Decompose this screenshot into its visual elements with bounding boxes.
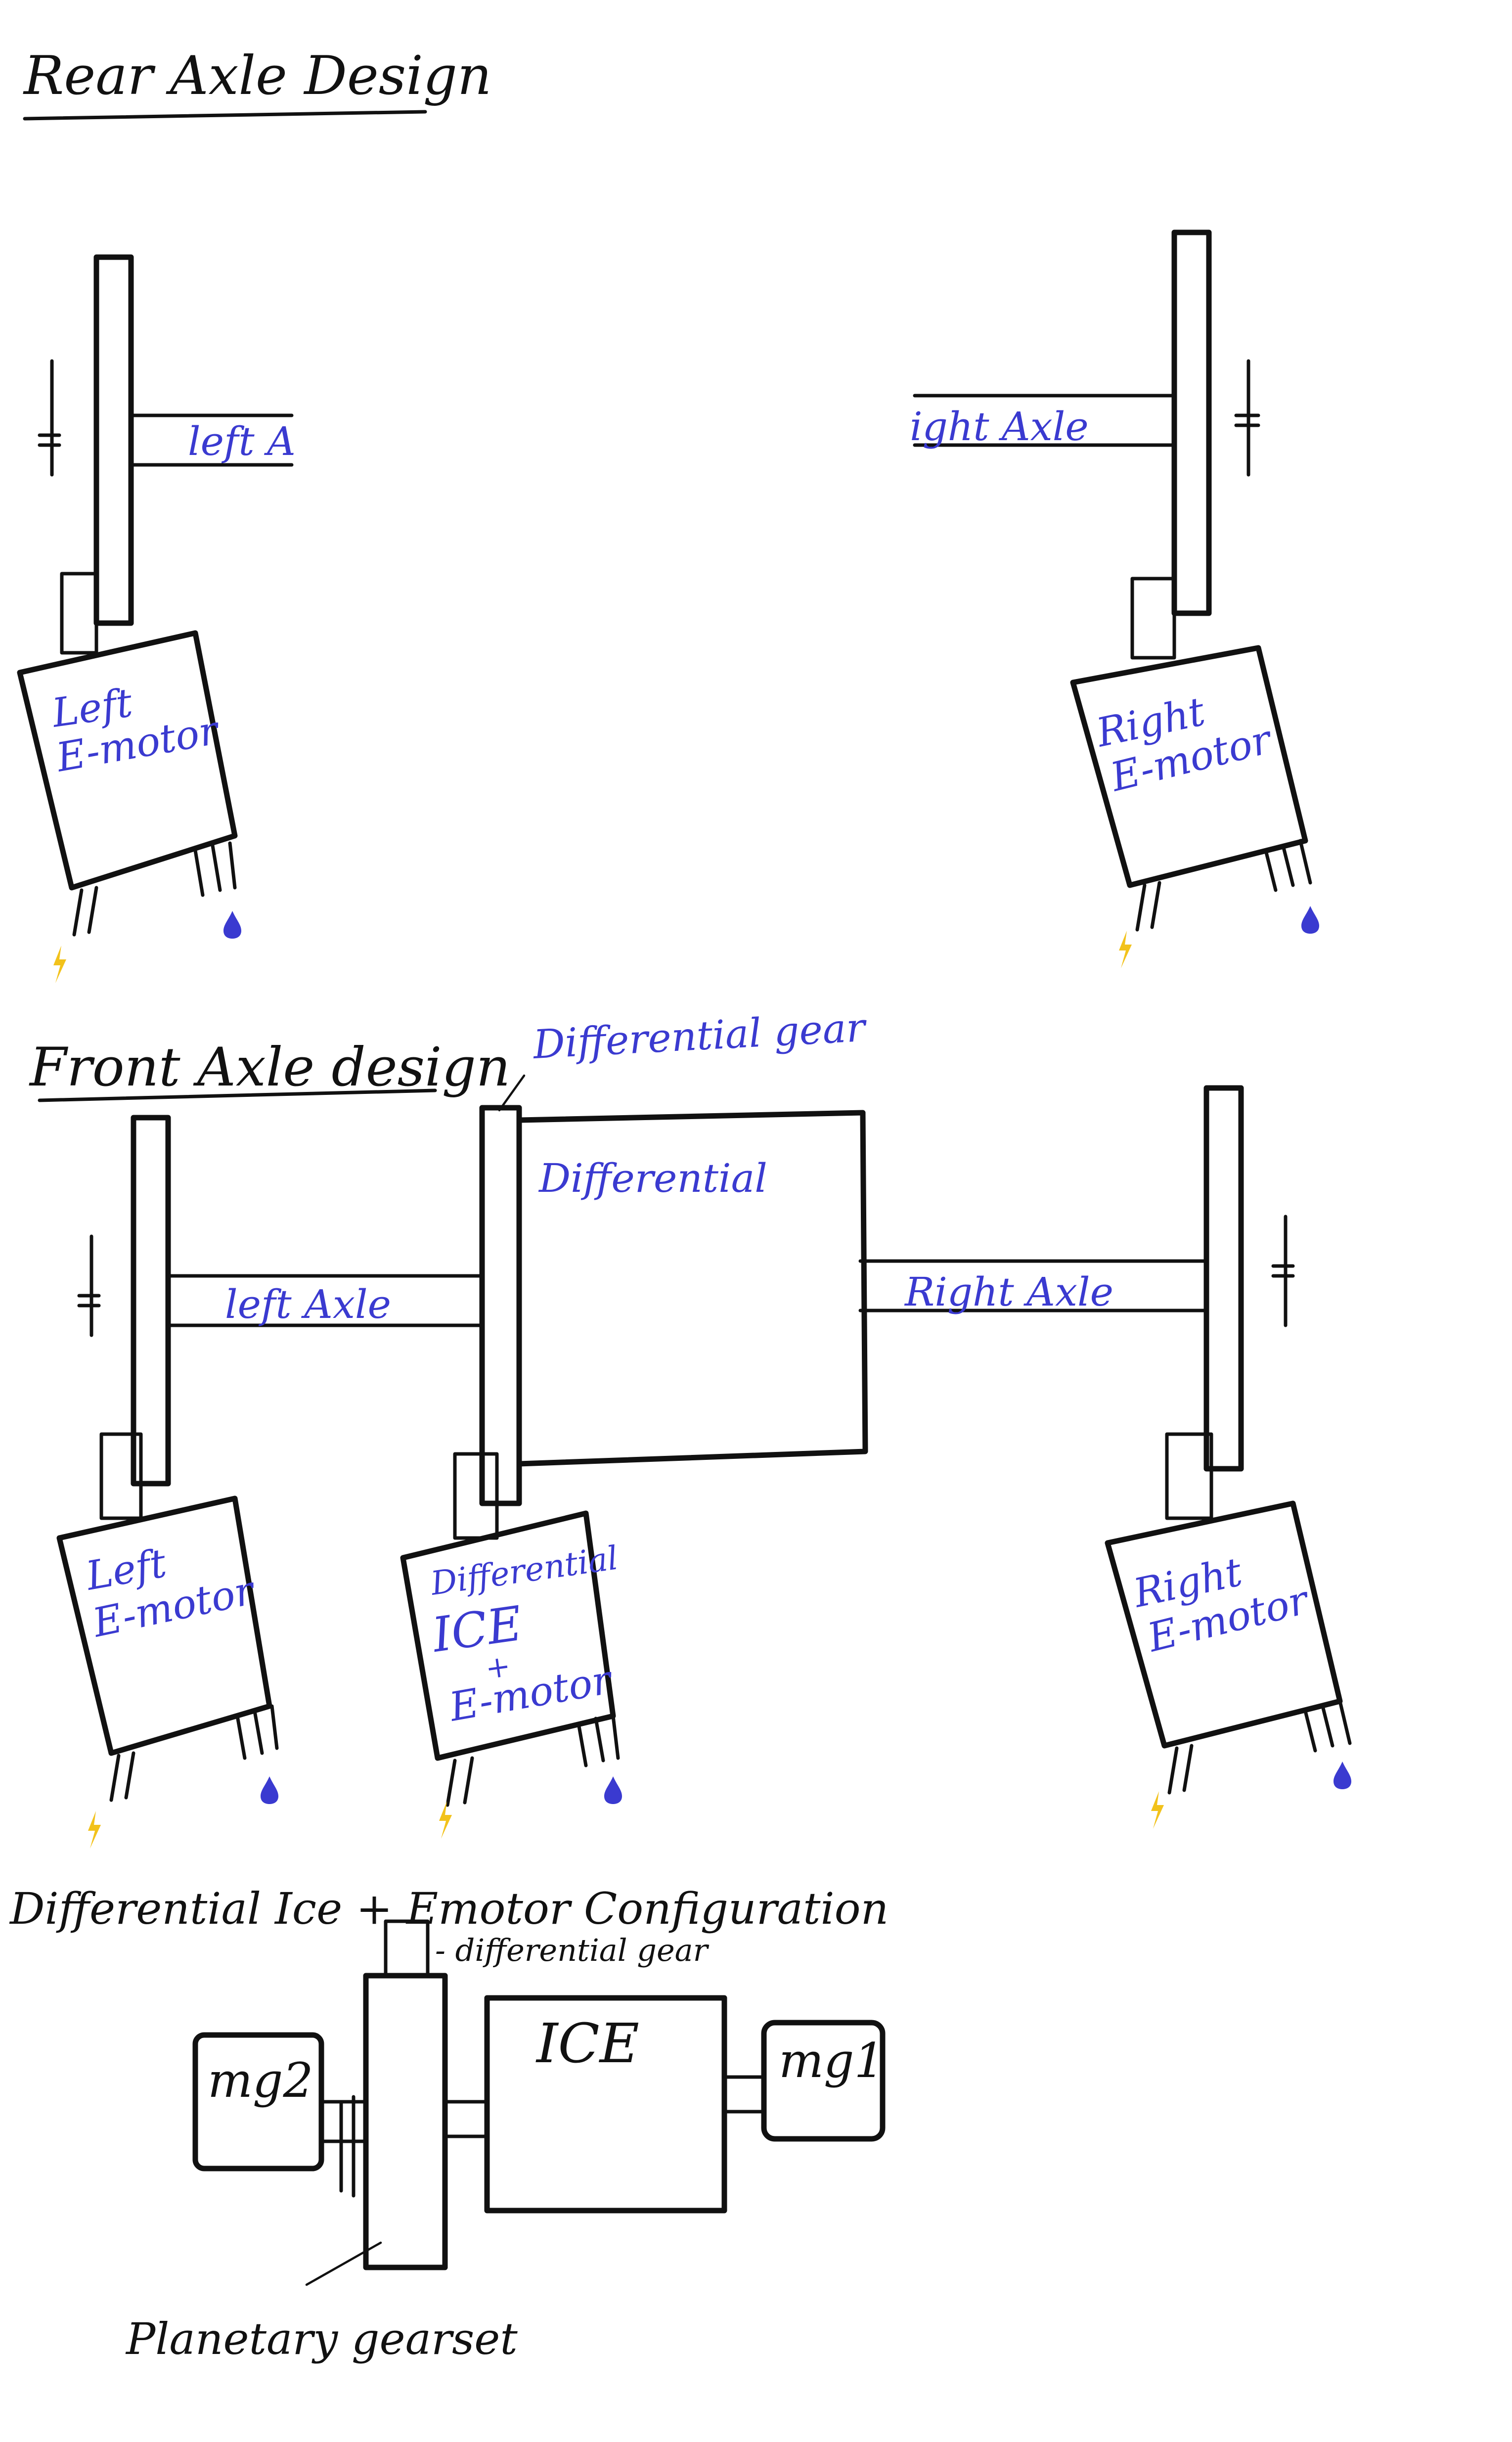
front-center-assembly: Differential Differential ICE + E-motor <box>400 1105 868 1839</box>
wheel-bearing <box>77 1294 101 1308</box>
rear-title: Rear Axle Design <box>23 45 491 107</box>
rear-left-axle-label: left A <box>188 418 296 464</box>
coolant-drop-icon <box>604 1776 622 1804</box>
rear-right-power-wires <box>1135 881 1161 932</box>
planetary-leader <box>305 2241 382 2286</box>
front-right-wheel-gear <box>1203 1085 1244 1472</box>
center-motor-label-3: + <box>483 1649 513 1686</box>
rear-left-power-wires <box>72 886 98 937</box>
differential-label: Differential <box>538 1155 767 1201</box>
rear-left-motor-box <box>17 630 238 891</box>
rear-right-axle <box>913 394 1176 447</box>
mg1-box <box>761 2020 886 2142</box>
front-title-underline <box>38 1088 437 1102</box>
mg1-shaft <box>722 2075 766 2114</box>
front-differential-gear-label: Differential gear <box>531 1004 868 1068</box>
coolant-drop-icon <box>1334 1762 1351 1789</box>
planetary-gearset <box>363 1973 448 2270</box>
front-left-assembly: left Axle Left E-motor <box>56 1115 484 1849</box>
center-motor-label-2: ICE <box>428 1596 526 1663</box>
front-right-pinion <box>1165 1432 1213 1520</box>
rear-right-coolant-lines <box>1264 839 1312 892</box>
rear-left-pinion <box>60 572 98 655</box>
mg2-label: mg2 <box>208 2053 313 2108</box>
mg1-label: mg1 <box>779 2033 885 2088</box>
center-power-wires <box>445 1756 474 1807</box>
center-coolant-lines <box>577 1714 620 1767</box>
front-section: Front Axle design Differential gear left… <box>29 1004 1352 1849</box>
rear-right-assembly: ight Axle Right E-motor <box>910 229 1319 968</box>
differential-gear <box>479 1105 522 1506</box>
ice-box <box>484 1995 727 2214</box>
power-icon <box>88 1811 101 1849</box>
ice-input-shaft <box>443 2100 489 2138</box>
rear-left-motor-label-1: Left <box>48 679 135 736</box>
mg2-shaft <box>319 2100 368 2143</box>
power-icon <box>1151 1791 1164 1829</box>
front-left-power-wires <box>109 1751 135 1802</box>
planetary-shaft-lines <box>339 2095 356 2198</box>
differential-box <box>516 1110 868 1467</box>
front-right-axle <box>858 1259 1208 1312</box>
front-right-assembly: Right Axle Right E-motor <box>858 1085 1352 1829</box>
rear-right-axle-label: ight Axle <box>910 404 1089 450</box>
center-motor-label-1: Differential <box>428 1539 621 1603</box>
rear-title-underline <box>23 110 427 121</box>
config-diff-gear-label: - differential gear <box>435 1932 710 1968</box>
front-left-motor-box <box>56 1495 272 1756</box>
front-left-wheel-gear <box>131 1115 171 1487</box>
wheel-bearing <box>1234 413 1260 427</box>
front-left-axle-label: left Axle <box>225 1281 391 1327</box>
wheel-bearing <box>1271 1264 1295 1278</box>
power-icon <box>439 1801 452 1839</box>
front-left-pinion <box>99 1432 143 1520</box>
front-right-power-wires <box>1167 1744 1194 1795</box>
front-right-coolant-lines <box>1303 1699 1352 1753</box>
power-icon <box>1119 931 1132 968</box>
rear-right-motor-box <box>1070 645 1308 888</box>
rear-left-wheel-gear <box>93 254 134 626</box>
rear-left-coolant-lines <box>193 841 237 897</box>
coolant-drop-icon <box>261 1776 278 1804</box>
planetary-label: Planetary gearset <box>125 2313 518 2364</box>
diff-gear-leader <box>498 1074 526 1112</box>
ice-label: ICE <box>535 2012 639 2075</box>
power-icon <box>53 946 66 983</box>
config-title: Differential Ice + Emotor Configuration <box>9 1883 889 1934</box>
rear-left-assembly: left A Left E-motor <box>17 254 296 983</box>
rear-section: Rear Axle Design left A Left E-motor igh… <box>17 45 1319 983</box>
rear-left-axle <box>129 413 294 467</box>
rear-right-pinion <box>1130 577 1176 660</box>
coolant-drop-icon <box>1301 906 1319 934</box>
front-left-coolant-lines <box>235 1704 279 1760</box>
wheel-bearing <box>38 433 61 447</box>
config-section: Differential Ice + Emotor Configuration … <box>9 1883 889 2364</box>
front-right-axle-label: Right Axle <box>904 1269 1113 1315</box>
rear-right-wheel-gear <box>1171 229 1212 616</box>
front-left-axle <box>166 1274 484 1327</box>
front-title: Front Axle design <box>29 1037 510 1098</box>
front-center-pinion <box>453 1452 499 1540</box>
coolant-drop-icon <box>223 911 241 939</box>
